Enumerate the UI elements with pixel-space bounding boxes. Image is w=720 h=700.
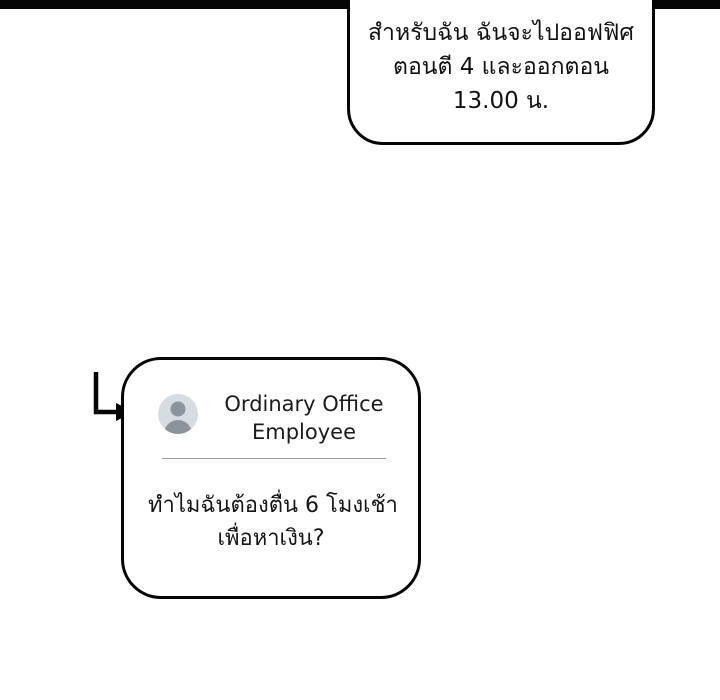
author-header: Ordinary Office Employee bbox=[148, 390, 394, 446]
person-avatar-icon bbox=[158, 394, 198, 434]
reply-message: ทำไมฉันต้องตื่น 6 โมงเช้า เพื่อหาเงิน? bbox=[148, 489, 398, 555]
speech-bubble-reply: Ordinary Office Employee ทำไมฉันต้องตื่น… bbox=[121, 357, 421, 599]
author-name: Ordinary Office Employee bbox=[224, 392, 384, 444]
reply-text-line: เพื่อหาเงิน? bbox=[217, 526, 325, 551]
speech-text-line: สำหรับฉัน ฉันจะไปออฟฟิศ bbox=[368, 20, 634, 46]
speech-bubble-top: สำหรับฉัน ฉันจะไปออฟฟิศ ตอนตี 4 และออกตอ… bbox=[347, 0, 655, 145]
speech-text-line: 13.00 น. bbox=[452, 88, 550, 114]
reply-text-line: ทำไมฉันต้องตื่น 6 โมงเช้า bbox=[148, 493, 398, 518]
header-divider bbox=[162, 458, 386, 459]
speech-text-line: ตอนตี 4 และออกตอน bbox=[393, 54, 609, 80]
